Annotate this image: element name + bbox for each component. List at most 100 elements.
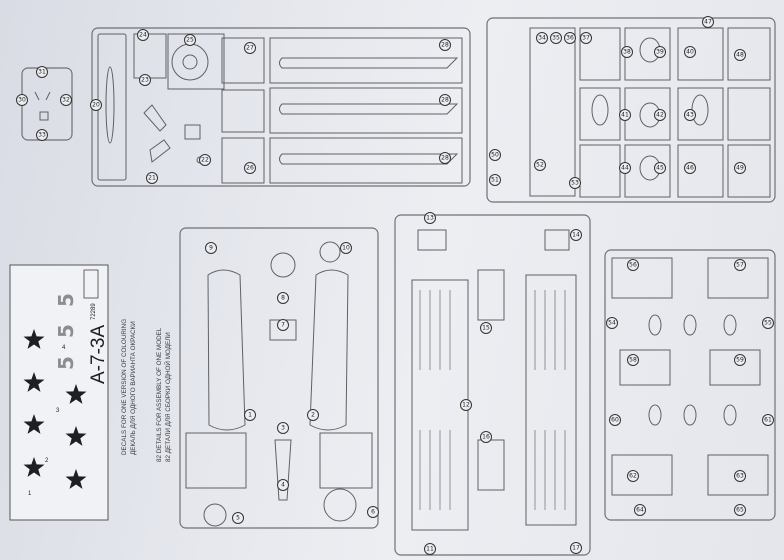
- part-number-callout: 15: [480, 322, 492, 334]
- part-number: 47: [704, 19, 712, 26]
- callout-circle: [36, 66, 48, 78]
- part-number-callout: 2: [307, 409, 319, 421]
- callout-circle: [654, 46, 666, 58]
- part-number-callout: 3: [277, 422, 289, 434]
- decal-stars: [23, 329, 87, 489]
- sprue-wing: [394, 214, 591, 556]
- caption-details-en: 82 DETAILS FOR ASSEMBLY OF ONE MODEL: [156, 327, 163, 462]
- part-number: 41: [621, 112, 629, 119]
- callout-circle: [570, 542, 582, 554]
- part-number-callout: 54: [606, 317, 618, 329]
- caption-details-ru: 82 ДЕТАЛИ ДЛЯ СБОРКИ ОДНОЙ МОДЕЛИ: [163, 332, 172, 462]
- callout-circle: [367, 506, 379, 518]
- part-number: 34: [538, 35, 546, 42]
- part-number-callout: 21: [146, 172, 158, 184]
- sprue-small-parts: [604, 249, 776, 521]
- callout-circle: [480, 431, 492, 443]
- part-number-callout: 25: [184, 34, 196, 46]
- part-number: 61: [764, 417, 772, 424]
- part-number: 28: [441, 155, 449, 162]
- part-number-callout: 7: [277, 319, 289, 331]
- part-number-callout: 56: [627, 259, 639, 271]
- part-number: 8: [281, 295, 285, 302]
- callout-circle: [439, 39, 451, 51]
- part-number-callout: 23: [139, 74, 151, 86]
- callout-circle: [244, 42, 256, 54]
- wing-strip-group: [269, 37, 463, 184]
- part-number: 24: [139, 32, 147, 39]
- part-number-callout: 27: [244, 42, 256, 54]
- part-number-callout: 33: [36, 129, 48, 141]
- part-number-callout: 16: [480, 431, 492, 443]
- callout-circle: [536, 32, 548, 44]
- part-number: 36: [566, 35, 574, 42]
- part-number-callout: 11: [424, 543, 436, 555]
- part-number: 25: [186, 37, 194, 44]
- callout-circle: [489, 149, 501, 161]
- part-number: 64: [636, 507, 644, 514]
- part-number-callout: 60: [609, 414, 621, 426]
- callout-circle: [480, 322, 492, 334]
- part-number: 7: [281, 322, 285, 329]
- callout-circle: [36, 129, 48, 141]
- part-number-callout: 37: [580, 32, 592, 44]
- part-number: 27: [246, 45, 254, 52]
- callout-circle: [734, 49, 746, 61]
- callout-circle: [619, 109, 631, 121]
- part-number-callout: 14: [570, 229, 582, 241]
- callout-circle: [534, 159, 546, 171]
- callout-circle: [654, 109, 666, 121]
- part-number-callout: 53: [569, 177, 581, 189]
- part-number: 6: [371, 509, 375, 516]
- sprue-details: [486, 17, 776, 203]
- part-number-callout: 28: [439, 39, 451, 51]
- callout-circle: [634, 504, 646, 516]
- part-number: 39: [656, 49, 664, 56]
- callout-circle: [564, 32, 576, 44]
- part-number-callout: 47: [702, 16, 714, 28]
- part-number-callout: 35: [550, 32, 562, 44]
- part-number-callout: 32: [60, 94, 72, 106]
- part-number: 9: [209, 245, 213, 252]
- callout-circle: [684, 162, 696, 174]
- part-number-callout: 24: [137, 29, 149, 41]
- part-number-callout: 9: [205, 242, 217, 254]
- part-number: 40: [686, 49, 694, 56]
- part-number: 28: [441, 97, 449, 104]
- callout-circle: [621, 46, 633, 58]
- part-number-callout: 4: [277, 479, 289, 491]
- callout-circle: [139, 74, 151, 86]
- callout-circle: [702, 16, 714, 28]
- part-number: 12: [462, 402, 470, 409]
- part-number: 1: [248, 412, 252, 419]
- part-number-callout: 62: [627, 470, 639, 482]
- part-number-callout: 8: [277, 292, 289, 304]
- part-number: 35: [552, 35, 560, 42]
- callout-circle: [277, 479, 289, 491]
- red-star-decal: [23, 372, 45, 392]
- part-number: 20: [92, 102, 100, 109]
- red-star-decal: [65, 384, 87, 404]
- part-number: 15: [482, 325, 490, 332]
- callout-circle: [439, 152, 451, 164]
- part-number: 22: [201, 157, 209, 164]
- callout-circle: [184, 34, 196, 46]
- part-number: 59: [736, 357, 744, 364]
- part-number: 32: [62, 97, 70, 104]
- part-number-callout: 45: [654, 162, 666, 174]
- part-number: 17: [572, 545, 580, 552]
- part-number-callout: 22: [199, 154, 211, 166]
- part-number: 57: [736, 262, 744, 269]
- callout-circle: [684, 109, 696, 121]
- decal-index: 3: [56, 408, 60, 414]
- part-number-callout: 55: [762, 317, 774, 329]
- callout-circle: [424, 212, 436, 224]
- part-number: 63: [736, 473, 744, 480]
- callout-circle: [307, 409, 319, 421]
- part-number: 58: [629, 357, 637, 364]
- callout-circle: [627, 259, 639, 271]
- part-number: 21: [148, 175, 156, 182]
- part-number-callout: 49: [734, 162, 746, 174]
